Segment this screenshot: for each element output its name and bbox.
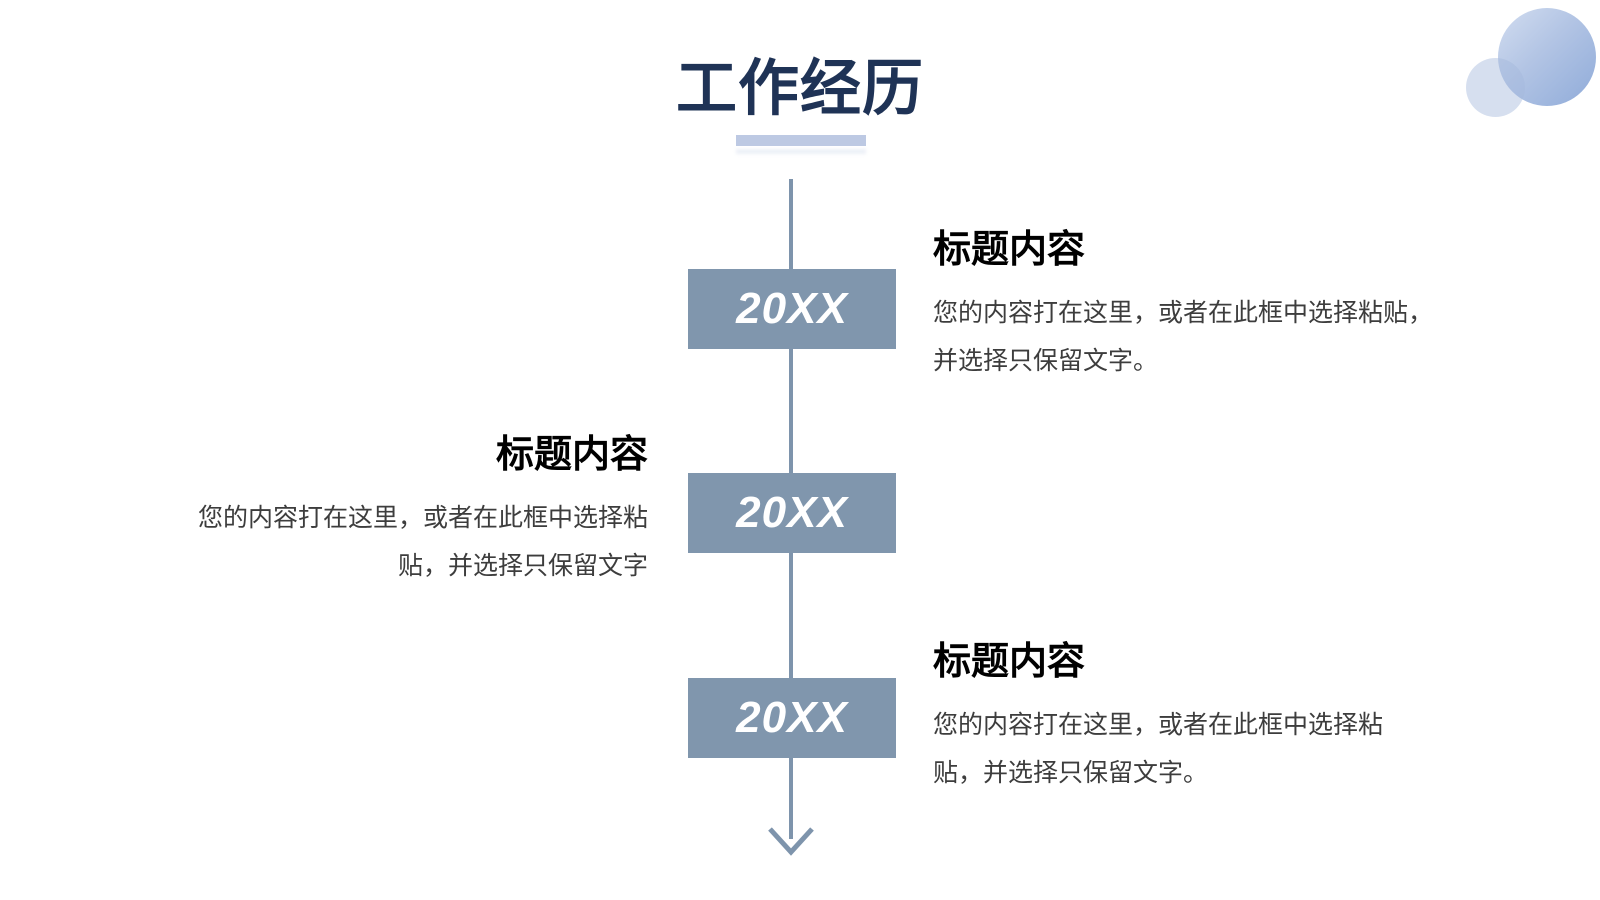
year-box: 20XX (688, 678, 896, 758)
timeline-entry: 标题内容 您的内容打在这里，或者在此框中选择粘贴， 并选择只保留文字。 (933, 227, 1463, 385)
decorative-circle-large (1498, 8, 1596, 106)
year-box: 20XX (688, 473, 896, 553)
title-underline-reflection (736, 149, 866, 154)
entry-heading: 标题内容 (495, 434, 648, 476)
entry-heading: 标题内容 (933, 641, 1086, 683)
page-title: 工作经历 (675, 54, 924, 122)
year-box: 20XX (688, 269, 896, 349)
entry-body: 您的内容打在这里，或者在此框中选择粘贴， 并选择只保留文字。 (933, 299, 1434, 375)
title-underline (736, 135, 866, 146)
year-label: 20XX (736, 693, 848, 742)
timeline-entry: 标题内容 您的内容打在这里，或者在此框中选择粘 贴，并选择只保留文字 (148, 432, 648, 590)
entry-body: 您的内容打在这里，或者在此框中选择粘 贴，并选择只保留文字 (197, 504, 648, 580)
entry-heading: 标题内容 (933, 229, 1086, 271)
arrow-down-icon (768, 827, 814, 856)
year-label: 20XX (736, 284, 848, 333)
entry-body: 您的内容打在这里，或者在此框中选择粘 贴，并选择只保留文字。 (933, 711, 1384, 787)
decorative-circle-small (1466, 58, 1525, 117)
year-label: 20XX (736, 488, 848, 537)
timeline-entry: 标题内容 您的内容打在这里，或者在此框中选择粘 贴，并选择只保留文字。 (933, 639, 1463, 797)
